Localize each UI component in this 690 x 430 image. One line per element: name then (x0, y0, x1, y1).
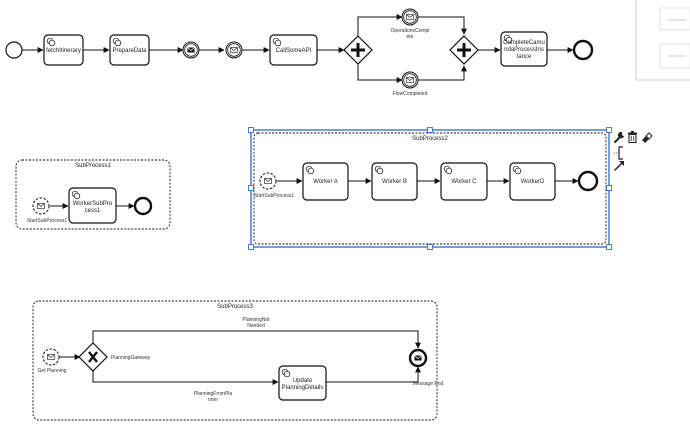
service-task-icon (443, 165, 453, 175)
operations-complete-event[interactable] (401, 8, 419, 26)
subprocess-title: SubProcess2 (412, 136, 448, 142)
task-label: PrepareData (112, 48, 147, 54)
wrench-icon[interactable] (614, 131, 624, 143)
task-label: CompleteCamu (503, 40, 545, 46)
flow-label: Needed (247, 323, 265, 329)
task-label: Worker C (451, 179, 477, 185)
task-worker-a[interactable]: Worker A (302, 162, 349, 201)
parallel-gateway-join[interactable] (449, 35, 479, 65)
task-worker-c[interactable]: Worker C (440, 162, 488, 201)
minimap-panel (635, 0, 690, 81)
task-update-planning-details[interactable]: Update PlanningDetails (278, 365, 327, 401)
x-icon (88, 351, 98, 363)
task-label: Update (293, 378, 313, 384)
task-label: cess1 (85, 208, 101, 214)
sequence-flow[interactable] (357, 64, 403, 83)
event-label: Get Planning (38, 368, 67, 374)
envelope-icon (406, 14, 414, 20)
envelope-icon (264, 178, 272, 184)
task-worker-d[interactable]: WorkerD (509, 162, 556, 201)
envelope-icon (230, 47, 238, 53)
envelope-icon (47, 354, 55, 360)
parallel-gateway-split[interactable] (343, 35, 373, 65)
envelope-icon (37, 203, 45, 209)
service-task-icon (281, 368, 291, 378)
task-label: WorkerD (521, 179, 545, 185)
message-catch-event[interactable] (225, 41, 243, 59)
annotation-icon[interactable] (614, 146, 623, 160)
subprocess-title: SubProcess1 (75, 163, 111, 169)
sequence-flow[interactable] (92, 371, 279, 385)
envelope-icon (187, 47, 195, 53)
service-task-icon (272, 37, 282, 47)
task-call-some-api[interactable]: CallSomeAPI (269, 34, 318, 66)
sequence-flow[interactable] (357, 14, 403, 36)
task-label: PlanningDetails (282, 385, 324, 391)
color-icon[interactable] (642, 132, 653, 143)
start-event[interactable] (5, 41, 23, 59)
connect-arrow-icon[interactable] (614, 161, 625, 171)
task-label: Worker A (313, 179, 338, 185)
event-label: StartSubProcess1 (27, 218, 68, 224)
plus-icon (351, 43, 365, 57)
event-label: Message End (413, 381, 444, 387)
task-label: tance (517, 54, 532, 60)
message-start-event[interactable] (259, 172, 277, 190)
sequence-flow[interactable] (418, 65, 467, 81)
service-task-icon (374, 165, 384, 175)
service-task-icon (305, 165, 315, 175)
message-end-event[interactable] (408, 348, 428, 368)
context-pad (614, 131, 653, 171)
sequence-flow[interactable] (418, 16, 467, 35)
flow-label: PlanningNot (242, 317, 270, 323)
envelope-icon (414, 355, 422, 361)
exclusive-gateway[interactable] (78, 342, 108, 372)
service-task-icon (71, 190, 81, 200)
end-event[interactable] (577, 170, 599, 192)
message-throw-event[interactable] (182, 41, 200, 59)
trash-icon[interactable] (628, 131, 637, 144)
end-event[interactable] (133, 196, 153, 216)
event-label: StartSubProcess1 (254, 193, 295, 199)
service-task-icon (503, 34, 513, 44)
resize-handles[interactable] (248, 127, 612, 250)
gateway-label: PlanningGateway (111, 355, 151, 361)
task-label: Worker B (382, 179, 407, 185)
task-label: WorkerSubPro (73, 201, 113, 207)
task-complete-camunda[interactable]: CompleteCamu ndaProcessIns tance (500, 31, 548, 67)
task-worker-subprocess1[interactable]: WorkerSubPro cess1 (68, 187, 117, 224)
task-fetch-itinerary[interactable]: fetchItinerary (43, 34, 84, 66)
task-prepare-data[interactable]: PrepareData (109, 34, 150, 66)
flow-label: PlanningFromPla (194, 391, 233, 397)
subprocess2[interactable]: SubProcess2 StartSubProcess1 Worker A (248, 127, 612, 250)
plus-icon (457, 43, 471, 57)
message-start-event[interactable] (42, 348, 60, 366)
subprocess-title: SubProcess3 (217, 304, 253, 310)
subprocess1[interactable]: SubProcess1 StartSubProcess1 WorkerSubPr… (15, 159, 171, 230)
service-task-icon (46, 37, 56, 47)
sequence-flow[interactable] (92, 330, 421, 349)
task-worker-b[interactable]: Worker B (371, 162, 418, 201)
event-label: FlowCompleted (393, 91, 428, 97)
event-label: ete (407, 34, 414, 40)
flow-completed-event[interactable] (401, 71, 419, 89)
sequence-flow[interactable] (326, 366, 421, 383)
service-task-icon (512, 165, 522, 175)
subprocess3[interactable]: SubProcess3 Get Planning PlanningGateway… (32, 300, 444, 421)
event-label: OperationsCompl (391, 28, 430, 34)
end-event[interactable] (572, 39, 594, 61)
envelope-icon (406, 77, 414, 83)
service-task-icon (112, 37, 122, 47)
message-start-event[interactable] (32, 197, 50, 215)
main-process: fetchItinerary PrepareData (5, 8, 594, 97)
task-label: CallSomeAPI (276, 48, 312, 54)
task-label: fetchItinerary (46, 48, 81, 54)
flow-label: nner (208, 397, 218, 403)
task-label: ndaProcessIns (504, 47, 544, 53)
